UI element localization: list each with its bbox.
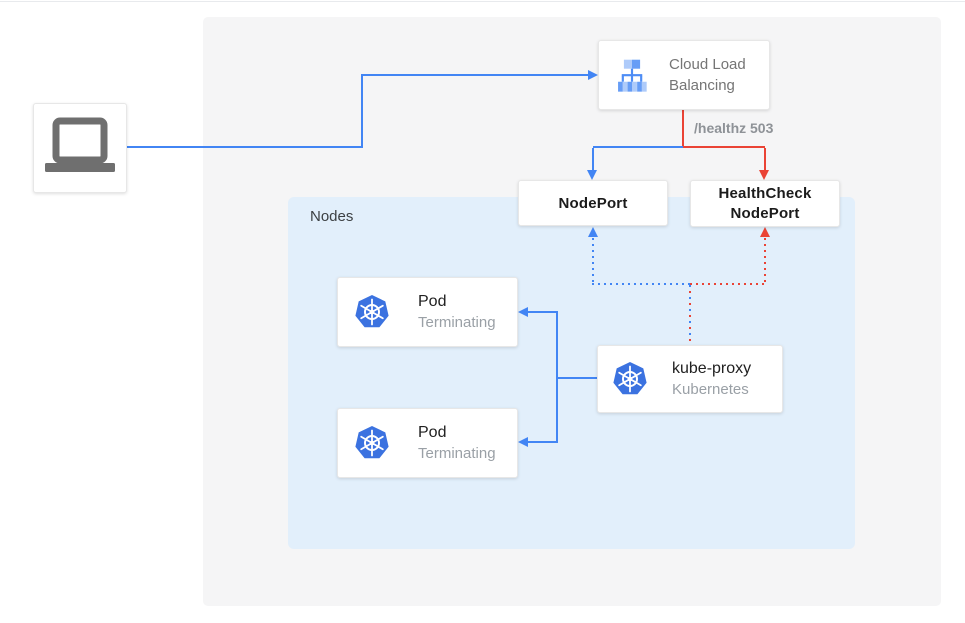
edge-client-to-lb-seg3 bbox=[361, 74, 588, 76]
kube-proxy-title: kube-proxy bbox=[672, 360, 752, 377]
edge-lb-to-healthcheck-seg2 bbox=[764, 148, 766, 170]
cloud-load-balancing-box: Cloud Load Balancing bbox=[598, 40, 770, 110]
load-balancer-icon bbox=[614, 57, 650, 93]
kubernetes-icon bbox=[612, 361, 648, 397]
arrowhead-kubeproxy-to-pod2 bbox=[518, 437, 528, 447]
arrowhead-kubeproxy-to-pod1 bbox=[518, 307, 528, 317]
cloud-load-balancing-label: Cloud Load Balancing bbox=[669, 56, 746, 94]
healthcheck-nodeport-box: HealthCheck NodePort bbox=[690, 180, 840, 227]
pod-title: Pod bbox=[418, 293, 447, 310]
edge-client-to-lb-seg1 bbox=[127, 146, 363, 148]
edge-kubeproxy-to-pod1-seg bbox=[528, 311, 557, 313]
arrowhead-client-to-lb bbox=[588, 70, 598, 80]
nodeport-box: NodePort bbox=[518, 180, 668, 226]
arrowhead-lb-to-healthcheck bbox=[759, 170, 769, 180]
edge-kubeproxy-to-pods-seg2 bbox=[556, 311, 558, 443]
kube-proxy-text: kube-proxy Kubernetes bbox=[672, 358, 751, 400]
kubernetes-icon bbox=[354, 294, 390, 330]
nodeport-label: NodePort bbox=[558, 194, 628, 212]
pod-text: Pod Terminating bbox=[418, 291, 496, 333]
client-device-box bbox=[33, 103, 127, 193]
edge-kubeproxy-to-pod2-seg bbox=[528, 441, 557, 443]
edge-kubeproxy-to-healthcheck-dotted-seg1 bbox=[690, 283, 765, 285]
healthcheck-nodeport-label: HealthCheck NodePort bbox=[718, 184, 812, 222]
kubernetes-icon bbox=[354, 425, 390, 461]
edge-lb-down-red bbox=[682, 110, 684, 148]
nodes-label: Nodes bbox=[310, 208, 354, 225]
pod-box-2: Pod Terminating bbox=[337, 408, 518, 478]
edge-kubeproxy-to-nodeport-dotted-seg2 bbox=[592, 283, 690, 285]
edge-kubeproxy-dotted-trunk bbox=[689, 285, 691, 345]
pod-status: Terminating bbox=[418, 445, 496, 462]
pod-box-1: Pod Terminating bbox=[337, 277, 518, 347]
edge-client-to-lb-seg2 bbox=[361, 74, 363, 148]
edge-kubeproxy-to-nodeport-dotted-seg1 bbox=[592, 238, 594, 284]
edge-lb-to-healthcheck-seg1 bbox=[683, 146, 765, 148]
edge-kubeproxy-to-pods-seg1 bbox=[557, 377, 597, 379]
edge-kubeproxy-to-healthcheck-dotted-seg2 bbox=[764, 238, 766, 284]
pod-text: Pod Terminating bbox=[418, 422, 496, 464]
arrowhead-lb-to-nodeport bbox=[587, 170, 597, 180]
top-divider bbox=[0, 1, 965, 2]
arrowhead-kubeproxy-to-nodeport bbox=[588, 227, 598, 237]
pod-title: Pod bbox=[418, 424, 447, 441]
kube-proxy-box: kube-proxy Kubernetes bbox=[597, 345, 783, 413]
healthz-edge-label: /healthz 503 bbox=[694, 120, 774, 136]
arrowhead-kubeproxy-to-healthcheck bbox=[760, 227, 770, 237]
pod-status: Terminating bbox=[418, 314, 496, 331]
edge-lb-to-nodeport-seg1 bbox=[593, 146, 683, 148]
kube-proxy-subtitle: Kubernetes bbox=[672, 381, 749, 398]
laptop-icon bbox=[40, 117, 120, 179]
edge-lb-to-nodeport-seg2 bbox=[592, 148, 594, 170]
